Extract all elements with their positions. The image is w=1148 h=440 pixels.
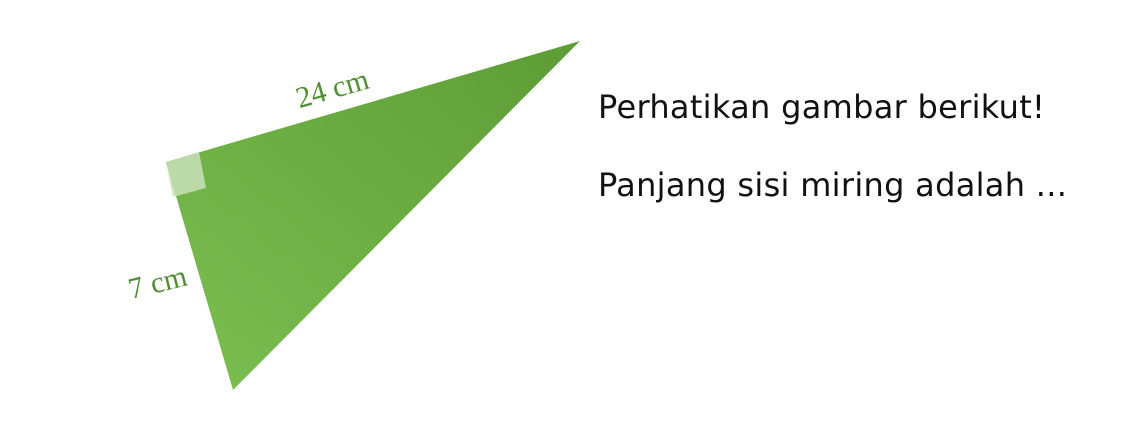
side-label-left: 7 cm <box>125 260 190 306</box>
question-prompt: Panjang sisi miring adalah ... <box>598 166 1068 204</box>
right-angle-marker <box>166 152 206 197</box>
right-triangle <box>166 41 580 390</box>
question-instruction: Perhatikan gambar berikut! <box>598 88 1046 126</box>
